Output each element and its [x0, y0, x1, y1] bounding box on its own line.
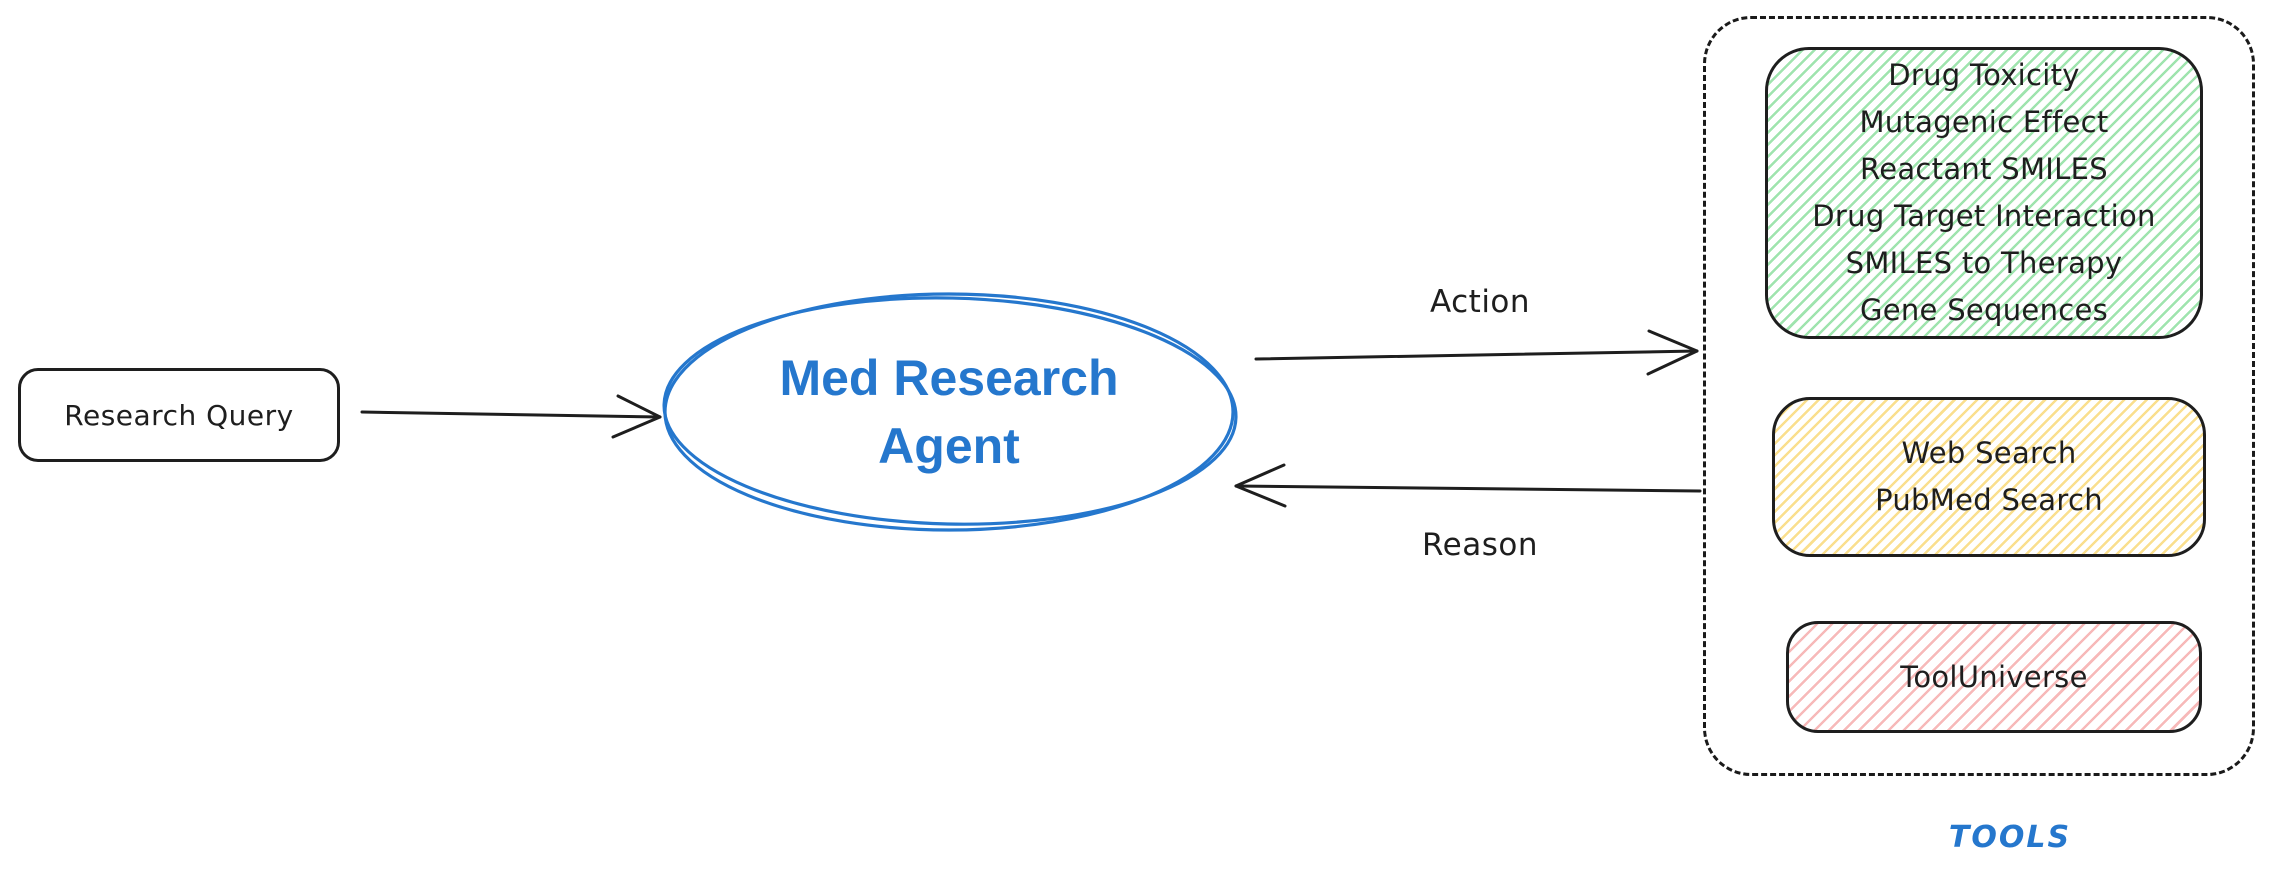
research-query-box: Research Query — [18, 368, 340, 462]
tool-item-mutagenic-effect: Mutagenic Effect — [1859, 105, 2109, 139]
agent-label-line2: Agent — [878, 418, 1020, 474]
tool-item-drug-target-interaction: Drug Target Interaction — [1812, 199, 2156, 233]
agent-ellipse — [662, 292, 1238, 532]
med-research-agent-node: Med Research Agent — [665, 344, 1233, 484]
search-tools-box: Web Search PubMed Search — [1772, 397, 2206, 557]
tools-group-container — [1703, 16, 2255, 776]
reason-arrow — [1234, 463, 1702, 508]
model-tools-box: Drug Toxicity Mutagenic Effect Reactant … — [1765, 47, 2203, 339]
tool-item-smiles-to-therapy: SMILES to Therapy — [1845, 246, 2123, 280]
tool-item-gene-sequences: Gene Sequences — [1859, 293, 2109, 327]
action-arrow-label: Action — [1429, 284, 1531, 320]
query-to-agent-arrow — [360, 394, 662, 439]
research-query-label: Research Query — [64, 398, 294, 432]
tool-item-pubmed-search: PubMed Search — [1875, 483, 2103, 517]
tools-group-caption: TOOLS — [1948, 820, 2072, 855]
tooluniverse-box: ToolUniverse — [1786, 621, 2202, 733]
tool-item-web-search: Web Search — [1901, 436, 2077, 470]
tool-item-drug-toxicity: Drug Toxicity — [1888, 58, 2080, 92]
tool-item-tooluniverse: ToolUniverse — [1900, 659, 2088, 694]
agent-label-line1: Med Research — [779, 350, 1119, 406]
tool-item-reactant-smiles: Reactant SMILES — [1860, 152, 2108, 186]
reason-arrow-label: Reason — [1422, 527, 1538, 563]
action-arrow — [1254, 329, 1699, 376]
